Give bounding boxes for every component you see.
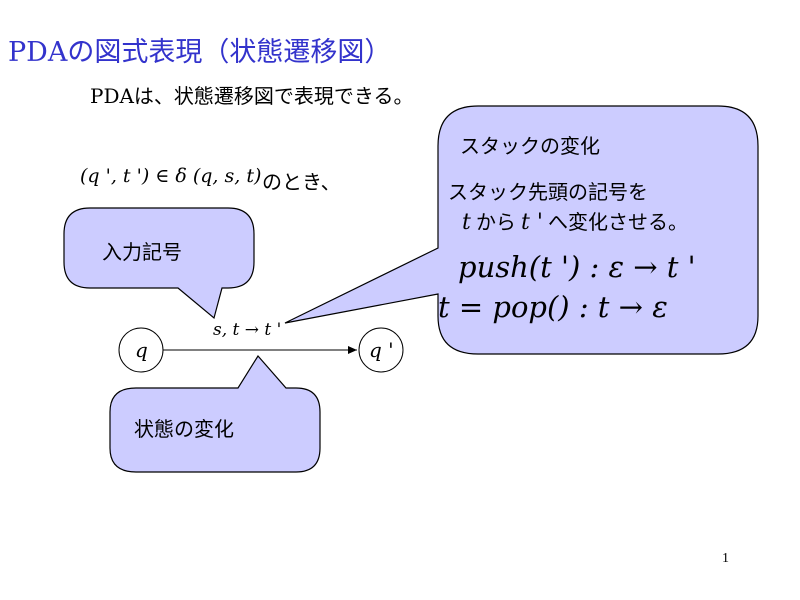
condition-formula: (q ', t ') ∈ δ (q, s, t) xyxy=(80,165,262,187)
symbol-t-prime: t ' xyxy=(521,210,543,235)
from-text: から xyxy=(475,210,516,234)
push-formula: push(t ') : ε → t ' xyxy=(458,250,696,284)
pop-formula: t = pop() : t → ε xyxy=(438,290,668,324)
state-node-q-prime xyxy=(358,327,404,373)
node-q-prime-label: q ' xyxy=(369,338,394,362)
condition-text: のとき、 xyxy=(262,170,341,194)
state-callout-bubble xyxy=(109,354,321,473)
input-callout-label: 入力記号 xyxy=(102,240,182,264)
state-callout-label: 状態の変化 xyxy=(134,417,234,441)
slide-title: PDAの図式表現（状態遷移図） xyxy=(8,37,392,68)
slide-subtitle: PDAは、状態遷移図で表現できる。 xyxy=(90,84,414,108)
change-text: へ変化させる。 xyxy=(548,210,689,234)
stack-callout-line2: t から t ' へ変化させる。 xyxy=(462,206,688,235)
page-number: 1 xyxy=(722,551,729,566)
symbol-t: t xyxy=(462,210,471,235)
transition-label: s, t → t ' xyxy=(213,320,282,340)
stack-callout-line1: スタック先頭の記号を xyxy=(448,180,648,204)
node-q-label: q xyxy=(135,338,148,362)
stack-callout-bubble xyxy=(284,105,759,355)
stack-callout-heading: スタックの変化 xyxy=(460,134,600,158)
input-callout-bubble xyxy=(63,207,255,320)
